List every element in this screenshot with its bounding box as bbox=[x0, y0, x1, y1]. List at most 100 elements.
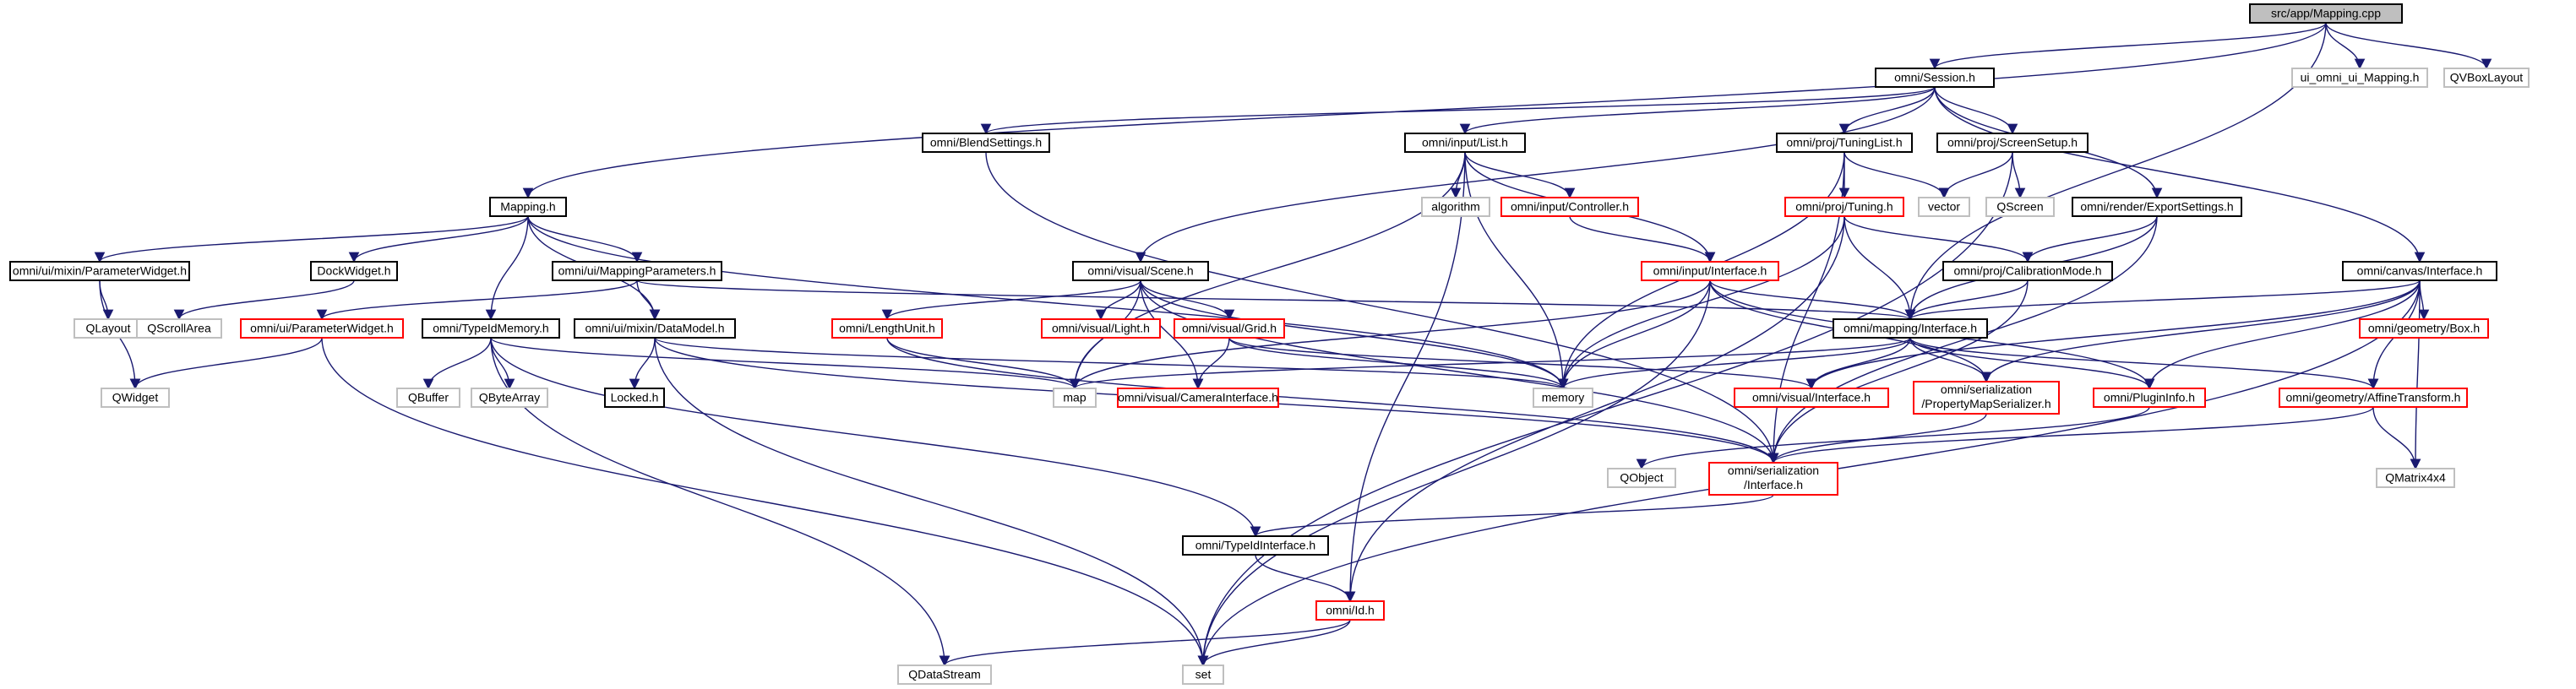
node-paramwidget-mixin[interactable]: omni/ui/mixin/ParameterWidget.h bbox=[9, 261, 190, 281]
node-input-list[interactable]: omni/input/List.h bbox=[1404, 133, 1526, 153]
edge-id-to-qdatastream bbox=[939, 619, 1351, 667]
node-mapping-h[interactable]: Mapping.h bbox=[489, 197, 567, 217]
node-box bbox=[1607, 468, 1676, 488]
node-screensetup[interactable]: omni/proj/ScreenSetup.h bbox=[1936, 133, 2089, 153]
node-box bbox=[2249, 3, 2403, 24]
node-id[interactable]: omni/Id.h bbox=[1315, 600, 1385, 621]
node-affine[interactable]: omni/geometry/AffineTransform.h bbox=[2279, 388, 2468, 408]
node-tuning[interactable]: omni/proj/Tuning.h bbox=[1784, 197, 1904, 217]
edge-blend-to-serial_iface bbox=[985, 151, 1779, 464]
node-export[interactable]: omni/render/ExportSettings.h bbox=[2072, 197, 2242, 217]
node-label: src/app/Mapping.cpp bbox=[2271, 7, 2381, 20]
node-serial-iface[interactable]: omni/serialization/Interface.h bbox=[1708, 462, 1838, 496]
edge-mapping_h-to-mappingparams bbox=[527, 215, 643, 263]
node-dockwidget[interactable]: DockWidget.h bbox=[310, 261, 398, 281]
edge-id-to-set bbox=[1197, 619, 1351, 667]
edge-canvas_iface-to-mapping_iface bbox=[1904, 279, 2421, 321]
node-box bbox=[101, 388, 170, 408]
node-box bbox=[2291, 68, 2428, 88]
edge-typedmemory-to-qbuffer bbox=[422, 337, 492, 390]
node-label: omni/TypeIdInterface.h bbox=[1195, 539, 1315, 552]
edge-session-to-blend bbox=[981, 86, 1936, 135]
node-box bbox=[310, 261, 398, 281]
node-label: set bbox=[1195, 668, 1212, 681]
node-label: QMatrix4x4 bbox=[2385, 471, 2446, 485]
edge-mapping_iface-to-memory bbox=[1557, 337, 1911, 390]
node-lengthunit[interactable]: omni/LengthUnit.h bbox=[831, 318, 943, 339]
edge-canvas_iface-to-box bbox=[2418, 279, 2430, 321]
node-box[interactable]: omni/geometry/Box.h bbox=[2359, 318, 2489, 339]
node-ui-paramwidget[interactable]: omni/ui/ParameterWidget.h bbox=[240, 318, 404, 339]
node-datamodel[interactable]: omni/ui/mixin/DataModel.h bbox=[574, 318, 736, 339]
node-visual-iface[interactable]: omni/visual/Interface.h bbox=[1734, 388, 1889, 408]
node-calib[interactable]: omni/proj/CalibrationMode.h bbox=[1942, 261, 2113, 281]
edge-tuning-to-calib bbox=[1844, 215, 2034, 263]
node-label: QScreen bbox=[1996, 200, 2043, 214]
node-box bbox=[1404, 133, 1526, 153]
node-blend[interactable]: omni/BlendSettings.h bbox=[922, 133, 1050, 153]
node-label: omni/input/List.h bbox=[1422, 136, 1508, 149]
node-algorithm: algorithm bbox=[1421, 197, 1490, 217]
node-propmap[interactable]: omni/serialization/PropertyMapSerializer… bbox=[1913, 381, 2060, 415]
node-box bbox=[1708, 462, 1838, 496]
node-locked[interactable]: Locked.h bbox=[604, 388, 665, 408]
node-label: ui_omni_ui_Mapping.h bbox=[2301, 71, 2420, 84]
node-typedmemory[interactable]: omni/TypeIdMemory.h bbox=[422, 318, 560, 339]
file-nodes: src/app/Mapping.cpp omni/Session.h ui_omni… bbox=[9, 3, 2530, 685]
node-mapping-cpp: src/app/Mapping.cpp bbox=[2249, 3, 2403, 24]
node-tuninglist[interactable]: omni/proj/TuningList.h bbox=[1776, 133, 1913, 153]
node-box bbox=[1041, 318, 1161, 339]
node-controller[interactable]: omni/input/Controller.h bbox=[1500, 197, 1639, 217]
node-qwidget: QWidget bbox=[101, 388, 170, 408]
edge-calib-to-serial_iface bbox=[1767, 279, 2029, 464]
node-mapping-iface[interactable]: omni/mapping/Interface.h bbox=[1833, 318, 1988, 339]
node-box bbox=[1315, 600, 1385, 621]
edge-input_iface-to-memory bbox=[1557, 279, 1711, 390]
node-typeidiface[interactable]: omni/TypeIdInterface.h bbox=[1182, 535, 1329, 556]
node-canvas-iface[interactable]: omni/canvas/Interface.h bbox=[2342, 261, 2497, 281]
edge-export-to-calib bbox=[2022, 215, 2158, 263]
node-session[interactable]: omni/Session.h bbox=[1875, 68, 1995, 88]
node-box bbox=[1500, 197, 1639, 217]
node-label: QObject bbox=[1620, 471, 1663, 485]
node-camera[interactable]: omni/visual/CameraInterface.h bbox=[1117, 388, 1279, 408]
node-box bbox=[1421, 197, 1490, 217]
node-light[interactable]: omni/visual/Light.h bbox=[1041, 318, 1161, 339]
node-qlayout: QLayout bbox=[74, 318, 143, 339]
edge-input_iface-to-map bbox=[1069, 279, 1711, 390]
node-label: omni/Session.h bbox=[1894, 71, 1975, 84]
node-box bbox=[1784, 197, 1904, 217]
edge-mapping_h-to-memory bbox=[527, 215, 1569, 390]
node-qscrollarea: QScrollArea bbox=[136, 318, 222, 339]
edge-input_list-to-id bbox=[1344, 151, 1466, 603]
node-scene[interactable]: omni/visual/Scene.h bbox=[1072, 261, 1209, 281]
node-input-iface[interactable]: omni/input/Interface.h bbox=[1641, 261, 1779, 281]
edge-mapping_iface-to-map bbox=[1070, 337, 1911, 390]
edge-serial_iface-to-typeidiface bbox=[1250, 494, 1774, 538]
node-box bbox=[1053, 388, 1097, 408]
node-label: omni/visual/CameraInterface.h bbox=[1118, 391, 1278, 404]
node-box bbox=[1533, 388, 1593, 408]
node-box bbox=[1117, 388, 1279, 408]
edge-scene-to-camera bbox=[1140, 279, 1204, 390]
edge-mapping_iface-to-plugininfo bbox=[1909, 337, 2155, 390]
node-box bbox=[574, 318, 736, 339]
node-box bbox=[136, 318, 222, 339]
edge-ui_paramwidget-to-qwidget bbox=[129, 337, 323, 390]
node-plugininfo[interactable]: omni/PluginInfo.h bbox=[2093, 388, 2206, 408]
node-box bbox=[2376, 468, 2455, 488]
node-memory: memory bbox=[1533, 388, 1593, 408]
node-box bbox=[552, 261, 722, 281]
edge-mapping_h-to-dockwidget bbox=[348, 215, 529, 263]
edge-session-to-canvas_iface bbox=[1934, 86, 2426, 263]
edge-mappingparams-to-mapping_iface bbox=[636, 279, 1915, 321]
edge-export-to-serial_iface bbox=[1767, 215, 2158, 464]
node-label: omni/serialization/PropertyMapSerializer… bbox=[1921, 382, 2050, 410]
node-label: omni/PluginInfo.h bbox=[2104, 391, 2195, 404]
node-box bbox=[2359, 318, 2489, 339]
node-grid[interactable]: omni/visual/Grid.h bbox=[1174, 318, 1285, 339]
node-label: omni/render/ExportSettings.h bbox=[2080, 200, 2233, 214]
node-box bbox=[396, 388, 460, 408]
node-label: omni/geometry/Box.h bbox=[2368, 322, 2480, 335]
node-mappingparams[interactable]: omni/ui/MappingParameters.h bbox=[552, 261, 722, 281]
